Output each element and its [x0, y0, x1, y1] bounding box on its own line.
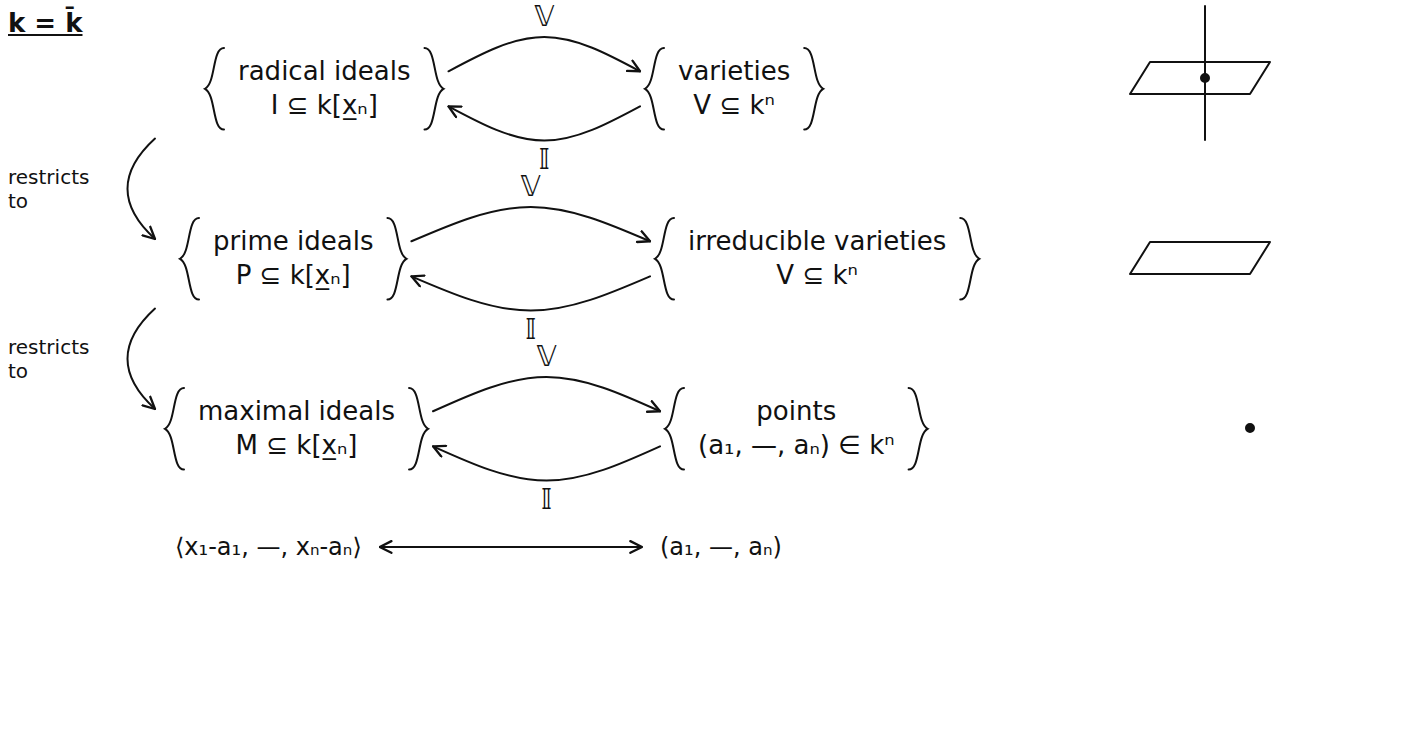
set-bracket: prime idealsP ⊆ k[x̲ₙ]: [175, 215, 411, 303]
left-brace: [180, 218, 199, 300]
right-brace: [409, 388, 428, 470]
set-bracket: radical idealsI ⊆ k[x̲ₙ]: [200, 45, 449, 133]
set-bracket: maximal idealsM ⊆ k[x̲ₙ]: [160, 385, 433, 473]
right-brace: [909, 388, 928, 470]
map-arrow: [433, 446, 660, 480]
set-text: M ⊆ k[x̲ₙ]: [198, 429, 395, 463]
restriction-note: restricts to: [8, 335, 89, 383]
right-brace: [960, 218, 979, 300]
map-arrow: [433, 377, 660, 411]
left-brace: [645, 48, 664, 130]
map-label: 𝕀: [536, 145, 553, 176]
map-label: 𝕍: [518, 172, 544, 203]
set-bracket: varietiesV ⊆ kⁿ: [640, 45, 828, 133]
right-brace: [804, 48, 823, 130]
set-text: radical ideals: [238, 55, 411, 89]
set-text: points: [698, 395, 895, 429]
field-condition: k = k̄: [8, 8, 82, 39]
left-brace: [655, 218, 674, 300]
map-arrow: [411, 276, 650, 310]
set-text: irreducible varieties: [688, 225, 946, 259]
plane-and-line-sketch: [1130, 6, 1270, 140]
map-arrow: [449, 106, 641, 140]
set-text: maximal ideals: [198, 395, 395, 429]
restriction-arrow: [128, 309, 156, 409]
map-label: 𝕀: [538, 485, 555, 516]
correspondence-term: ⟨x₁-a₁, —, xₙ-aₙ⟩: [175, 533, 362, 562]
correspondence-term: (a₁, —, aₙ): [660, 533, 782, 562]
left-brace: [665, 388, 684, 470]
bijection-arrow: [380, 546, 642, 548]
map-arrow: [411, 207, 650, 241]
set-text: varieties: [678, 55, 790, 89]
set-bracket: points(a₁, —, aₙ) ∈ kⁿ: [660, 385, 933, 473]
point-sketch: [1246, 424, 1254, 432]
set-text: I ⊆ k[x̲ₙ]: [238, 89, 411, 123]
map-label: 𝕍: [533, 342, 559, 373]
restriction-note: restricts to: [8, 165, 89, 213]
map-arrow: [449, 37, 641, 71]
restriction-arrow: [128, 139, 156, 239]
right-brace: [387, 218, 406, 300]
set-text: V ⊆ kⁿ: [678, 89, 790, 123]
set-text: (a₁, —, aₙ) ∈ kⁿ: [698, 429, 895, 463]
set-text: V ⊆ kⁿ: [688, 259, 946, 293]
plane-sketch: [1130, 242, 1270, 274]
left-brace: [205, 48, 224, 130]
set-bracket: irreducible varietiesV ⊆ kⁿ: [650, 215, 984, 303]
set-text: prime ideals: [213, 225, 373, 259]
set-text: P ⊆ k[x̲ₙ]: [213, 259, 373, 293]
left-brace: [165, 388, 184, 470]
map-label: 𝕀: [522, 315, 539, 346]
map-label: 𝕍: [531, 2, 557, 33]
right-brace: [425, 48, 444, 130]
